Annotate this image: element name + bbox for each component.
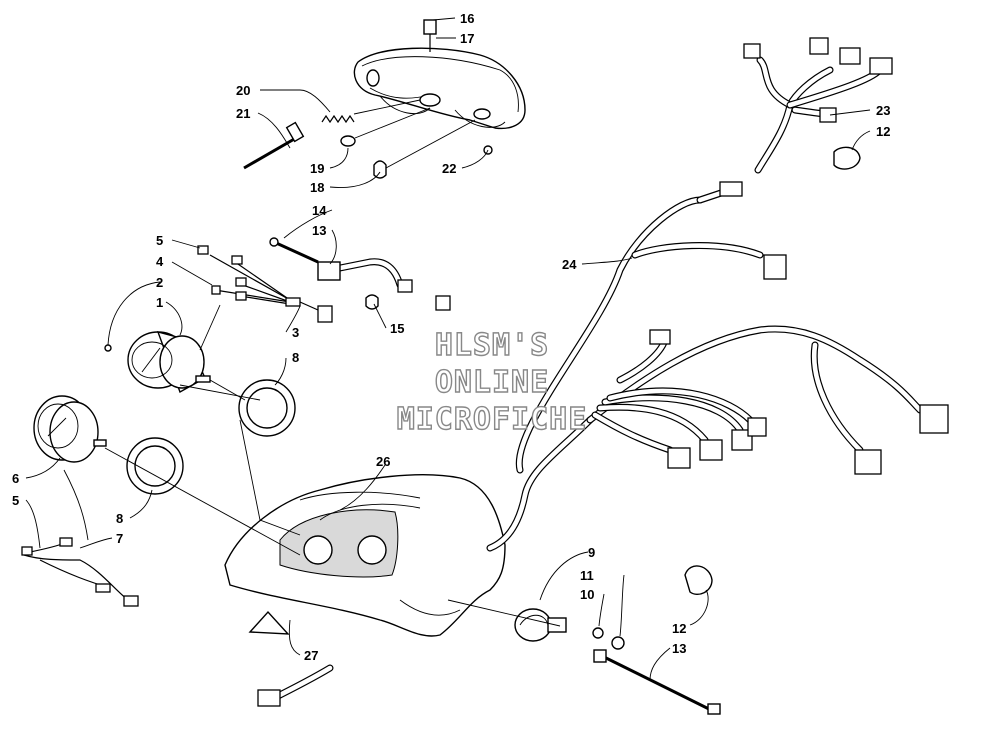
watermark-line-1: HLSM'S [435,328,549,363]
callout-8-lower: 8 [116,511,123,526]
callout-5-lower: 5 [12,493,19,508]
callout-12-upper: 12 [876,124,890,139]
callout-18: 15 [390,321,404,336]
tachometer [33,395,107,463]
main-wiring-harness [257,37,949,707]
callout-13: 13 [672,641,686,656]
warning-label [248,610,290,635]
clamp-lower [684,565,713,596]
watermark: HLSM'S ONLINE MICROFICHE [396,327,588,437]
callout-6: 6 [12,471,19,486]
watermark-line-3: MICROFICHE [397,402,588,437]
clamp-upper [833,146,861,170]
headlight-clip [423,19,437,35]
callout-7: 7 [116,531,123,546]
callout-9: 9 [588,545,595,560]
callout-4: 4 [156,254,164,269]
callout-2: 2 [156,275,163,290]
callout-21: 18 [310,180,324,195]
callout-15: 24 [562,257,577,272]
callout-3: 3 [292,325,299,340]
watermark-line-2: ONLINE [435,365,549,400]
callout-11: 11 [580,568,594,583]
callout-27: 27 [304,648,318,663]
callout-20: 17 [460,31,474,46]
bulb-socket-21 [373,119,476,179]
callout-14: 23 [876,103,890,118]
callout-23: 20 [236,83,250,98]
callout-25: 22 [442,161,456,176]
callout-12-lower: 12 [672,621,686,636]
relay-assembly [269,237,379,310]
callout-22: 19 [310,161,324,176]
callout-24: 21 [236,106,250,121]
callout-26: 26 [376,454,390,469]
bulb-22 [340,107,431,147]
speedometer-harness [197,245,333,323]
callout-10: 10 [580,587,594,602]
headlight-assembly [353,19,526,130]
speedometer-drive [514,608,721,715]
callout-16: 13 [312,223,326,238]
tachometer-harness [21,537,139,607]
callout-8-upper: 8 [292,350,299,365]
callout-17: 14 [312,203,327,218]
callout-labels: 16 17 20 21 19 18 22 14 13 15 5 4 2 1 3 … [12,11,890,663]
callout-19: 16 [460,11,474,26]
callout-5-upper: 5 [156,233,163,248]
dash-panel [224,474,506,637]
adjuster-screw [243,121,305,170]
leader-lines [25,17,871,681]
harness-connector-top [719,181,743,197]
callout-1: 1 [156,295,163,310]
speedometer [104,330,211,394]
adjuster-spring [321,99,421,124]
